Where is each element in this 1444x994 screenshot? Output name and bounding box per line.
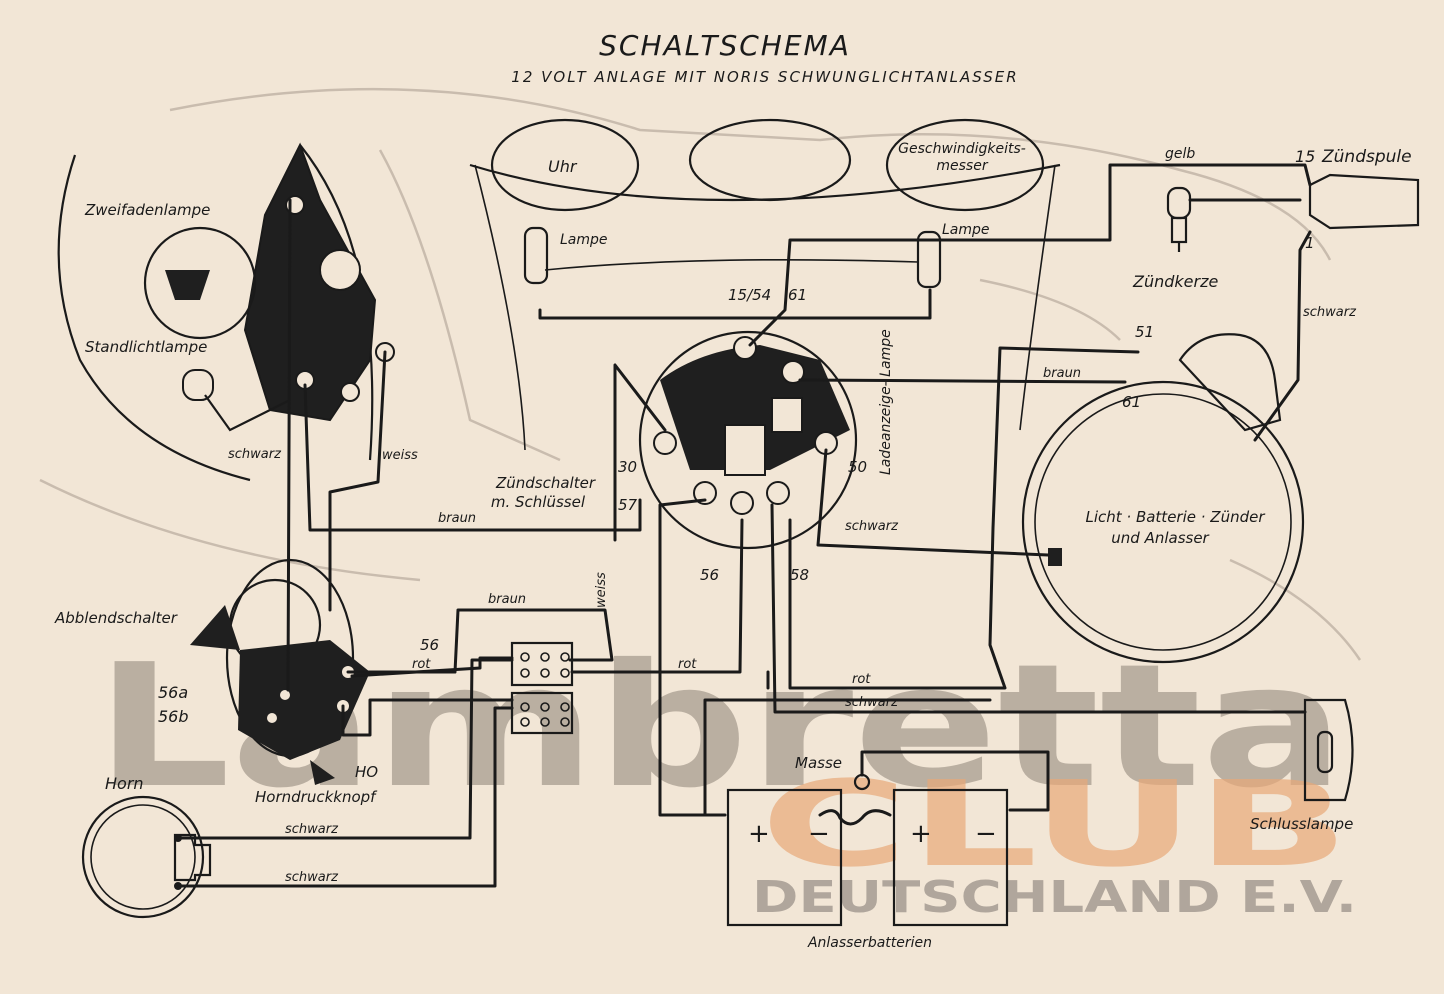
- label-lampe-right: Lampe: [942, 222, 990, 238]
- wire-schwarz-right: schwarz: [845, 695, 899, 710]
- label-zuendschalter-1: Zündschalter: [495, 474, 596, 492]
- label-zuendschalter-2: m. Schlüssel: [491, 493, 586, 511]
- wire-rot-dimmer: rot: [412, 657, 431, 672]
- terminal-50: 50: [848, 458, 867, 476]
- wire-rot-right: rot: [852, 672, 871, 687]
- ignition-switch: [638, 330, 858, 550]
- terminal-58: 58: [790, 566, 809, 584]
- terminal-15-54: 15/54: [728, 286, 771, 304]
- terminal-15: 15: [1295, 147, 1315, 166]
- label-generator-1: Licht · Batterie · Zünder: [1085, 508, 1265, 526]
- wire-schwarz-50: schwarz: [845, 519, 899, 534]
- horn: [81, 795, 212, 919]
- wire-gelb: gelb: [1165, 146, 1195, 162]
- terminal-labels: 15 1 15/54 61 30 57 50 56 58 51 61 56 56…: [158, 147, 1315, 781]
- label-horn: Horn: [105, 774, 144, 793]
- tail-lamp: [1303, 698, 1354, 802]
- terminal-51: 51: [1135, 323, 1154, 341]
- label-zuendkerze: Zündkerze: [1132, 272, 1218, 291]
- wire-schwarz-head: schwarz: [228, 447, 282, 462]
- terminal-56b: 56b: [158, 707, 189, 726]
- label-uhr: Uhr: [548, 157, 578, 176]
- terminal-56-switch: 56: [700, 566, 719, 584]
- battery-2-plus: +: [910, 819, 932, 849]
- wire-schwarz-coil: schwarz: [1303, 305, 1357, 320]
- watermark-club: CLUB: [760, 755, 1350, 893]
- terminal-ho: HO: [355, 763, 378, 781]
- dimmer-switch: [190, 558, 370, 785]
- terminal-blocks: [510, 641, 574, 735]
- wire-weiss-vert: weiss: [594, 572, 609, 608]
- terminal-56a: 56a: [158, 683, 188, 702]
- battery-1-plus: +: [748, 819, 770, 849]
- label-geschwindigkeitsmesser-1: Geschwindigkeits-: [898, 141, 1026, 157]
- label-generator-2: und Anlasser: [1111, 529, 1209, 547]
- diagram-subtitle: 12 VOLT ANLAGE MIT NORIS SCHWUNGLICHTANL…: [511, 68, 1018, 86]
- label-geschwindigkeitsmesser-2: messer: [936, 158, 988, 174]
- terminal-1: 1: [1305, 234, 1315, 252]
- wire-braun-mid: braun: [438, 511, 476, 526]
- battery-1-minus: −: [808, 819, 830, 849]
- label-masse: Masse: [795, 754, 842, 772]
- label-schlusslampe: Schlusslampe: [1250, 815, 1353, 833]
- spark-plug: [1166, 186, 1192, 252]
- wire-braun-low: braun: [488, 592, 526, 607]
- wire-rot-mid: rot: [678, 657, 697, 672]
- ignition-coil: [1308, 173, 1420, 230]
- label-zuendspule: Zündspule: [1321, 147, 1412, 167]
- wiring-harness: [176, 163, 1312, 888]
- headlamp-assembly: [57, 142, 395, 482]
- label-standlichtlampe: Standlichtlampe: [85, 338, 207, 356]
- terminal-61-switch: 61: [788, 286, 807, 304]
- wire-color-labels: gelb schwarz braun schwarz weiss braun w…: [228, 146, 1357, 885]
- watermark-org: DEUTSCHLAND E.V.: [752, 872, 1357, 923]
- background-scooter-sketch: [39, 87, 1362, 661]
- terminal-30: 30: [618, 458, 637, 476]
- label-ladeanzeige-lampe: Ladeanzeige- Lampe: [878, 329, 894, 475]
- battery-2-minus: −: [975, 819, 997, 849]
- label-horndruckknopf: Horndruckknopf: [255, 788, 378, 806]
- wire-schwarz-horn-2: schwarz: [285, 870, 339, 885]
- terminal-61-gen: 61: [1122, 393, 1141, 411]
- label-zweifadenlampe: Zweifadenlampe: [84, 201, 210, 219]
- generator: [1021, 333, 1305, 664]
- wire-schwarz-horn-1: schwarz: [285, 822, 339, 837]
- label-abblendschalter: Abblendschalter: [54, 609, 178, 627]
- starter-batteries: [726, 773, 1009, 927]
- instrument-panel: [469, 118, 1061, 451]
- wire-braun-gen: braun: [1043, 366, 1081, 381]
- diagram-title: SCHALTSCHEMA: [599, 29, 851, 62]
- terminal-57: 57: [618, 496, 638, 514]
- terminal-56-dimmer: 56: [420, 636, 439, 654]
- component-labels: Zweifadenlampe Standlichtlampe Uhr Gesch…: [54, 141, 1412, 951]
- label-anlasserbatterien: Anlasserbatterien: [807, 935, 932, 951]
- label-lampe-left: Lampe: [560, 232, 608, 248]
- wire-weiss-head: weiss: [382, 448, 418, 463]
